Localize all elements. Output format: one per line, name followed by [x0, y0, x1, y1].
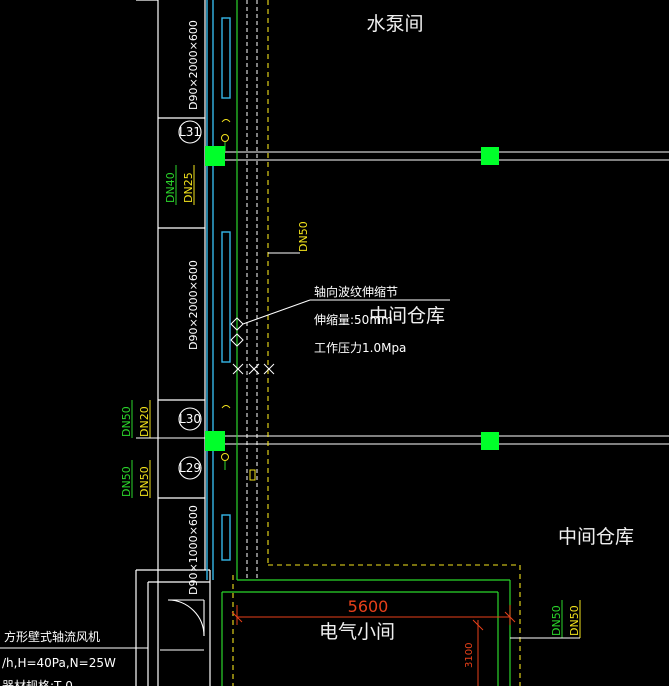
pipe-label-dn50-r1: DN50 — [550, 605, 563, 636]
expansion-note-stroke: 伸缩量:50mm — [314, 312, 393, 327]
room-mid-warehouse-2: 中间仓库 — [558, 526, 634, 548]
yellow-boundary — [232, 0, 521, 686]
equipment-markers — [205, 146, 499, 451]
fan-note-line3: 器材规格:T,0 — [2, 678, 73, 686]
expansion-note-pressure: 工作压力1.0Mpa — [314, 341, 406, 355]
wall-lines — [135, 0, 211, 686]
dimension-lines — [231, 605, 516, 686]
pipe-label-dn50-c: DN50 — [138, 466, 151, 497]
pipe-fittings — [221, 119, 256, 481]
bubble-l30: L30 — [179, 412, 201, 426]
expansion-note-title: 轴向波纹伸缩节 — [314, 284, 398, 299]
fan-note-line1: 方形壁式轴流风机 — [4, 629, 100, 644]
pipe-label-dn50-a: DN50 — [120, 406, 133, 437]
duct-label-upper: D90×2000×600 — [187, 20, 200, 110]
label-bars — [131, 165, 581, 639]
horizontal-runs — [205, 151, 669, 445]
pipe-label-dn50-r2: DN50 — [568, 605, 581, 636]
pipe-label-dn20: DN20 — [138, 406, 151, 437]
room-pump: 水泵间 — [366, 13, 423, 35]
dimension-width: 5600 — [348, 597, 389, 616]
bubble-l31: L31 — [179, 125, 201, 139]
pipe-label-dn40: DN40 — [164, 172, 177, 203]
duct-channels — [206, 0, 231, 580]
valve-crosses — [232, 363, 275, 375]
room-mid-warehouse-1: 中间仓库 — [369, 305, 445, 327]
fan-note-line2: /h,H=40Pa,N=25W — [2, 656, 116, 670]
bubble-l29: L29 — [179, 461, 201, 475]
expansion-joint-symbol — [230, 299, 450, 347]
room-electric: 电气小间 — [319, 621, 395, 643]
duct-label-lower: D90×1000×600 — [187, 505, 200, 595]
duct-label-middle: D90×2000×600 — [187, 260, 200, 350]
pipe-label-dn50-b: DN50 — [120, 466, 133, 497]
riser-lines — [246, 0, 258, 580]
pipe-label-dn50-riser: DN50 — [297, 221, 310, 252]
dimension-height: 3100 — [464, 643, 475, 668]
door-swing — [160, 599, 205, 651]
axis-bubbles: L31 L30 L29 — [178, 120, 202, 480]
pipe-label-dn25: DN25 — [182, 172, 195, 203]
green-pipes — [221, 0, 511, 686]
